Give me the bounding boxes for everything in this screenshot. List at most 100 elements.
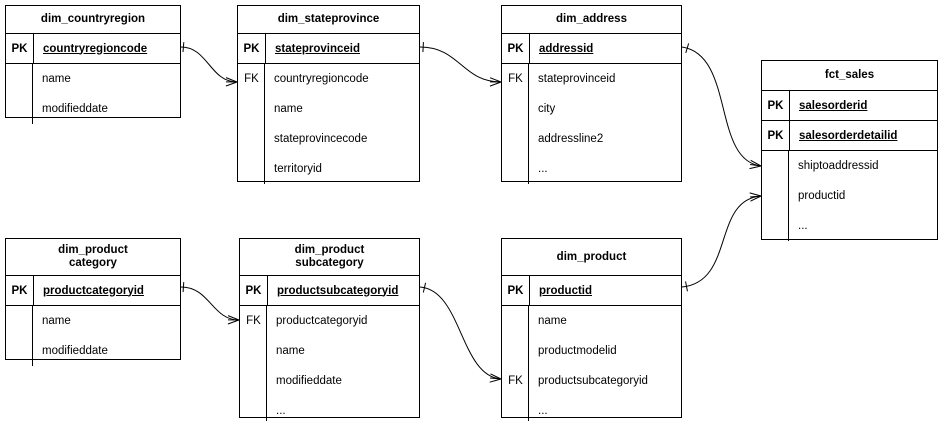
key-marker: PK (767, 129, 784, 142)
key-field-name: productsubcategoryid (267, 276, 419, 305)
cardinality-many-marker (225, 77, 238, 87)
cardinality-one-marker (685, 281, 688, 292)
entity-body: PK countryregioncode name modifieddate (6, 34, 180, 124)
entity-title: dim_address (502, 6, 681, 34)
key-field-name: countryregioncode (33, 34, 180, 63)
attribute-group: FK name productmodelid productsubcategoryid… (502, 306, 681, 421)
attribute-key-column: FK (240, 306, 267, 421)
cardinality-many-marker (227, 315, 240, 325)
attribute-row[interactable]: productid (798, 190, 846, 202)
key-marker: PK (245, 284, 262, 297)
attribute-row[interactable]: productcategoryid (276, 315, 368, 327)
attribute-list: shiptoaddressid productid... (789, 151, 937, 241)
attribute-row[interactable]: productsubcategoryid (538, 375, 648, 387)
attribute-row[interactable]: name (42, 315, 71, 327)
attribute-list: countryregioncode name stateprovincecode te… (265, 64, 419, 184)
attribute-row[interactable]: ... (538, 163, 548, 175)
attribute-list: stateprovinceid city addressline2... (529, 64, 681, 184)
key-field-name: addressid (529, 34, 681, 63)
attribute-group: name modifieddate (6, 64, 180, 124)
attribute-key-column: FK (502, 306, 529, 421)
attribute-group: shiptoaddressid productid... (762, 151, 937, 241)
cardinality-many-marker (749, 159, 762, 170)
relationship-line-countryregion-to-stateprovince (180, 46, 238, 83)
attribute-row[interactable]: name (42, 73, 71, 85)
entity-title: dim_countryregion (6, 6, 180, 34)
key-marker: PK (11, 42, 28, 55)
key-marker: PK (767, 99, 784, 112)
relationship-line-subcategory-to-product (419, 286, 502, 380)
attribute-row[interactable]: stateprovincecode (274, 133, 368, 145)
attribute-row[interactable]: addressline2 (538, 133, 604, 145)
foreign-key-marker: FK (246, 315, 261, 327)
key-field-name: salesorderid (789, 91, 937, 120)
attribute-key-column: FK (502, 64, 529, 184)
entity-title: dim_product category (6, 239, 180, 276)
cardinality-one-marker (422, 282, 427, 293)
attribute-group: FK stateprovinceid city addressline2... (502, 64, 681, 184)
attribute-row[interactable]: city (538, 103, 556, 115)
attribute-row[interactable]: productmodelid (538, 345, 617, 357)
entity-title: dim_product (502, 239, 681, 276)
key-field-name: productcategoryid (33, 276, 180, 305)
attribute-group: name modifieddate (6, 306, 180, 366)
attribute-key-column (6, 64, 33, 124)
cardinality-one-marker (685, 43, 690, 54)
attribute-row[interactable]: name (276, 345, 305, 357)
attribute-key-column (6, 306, 33, 366)
attribute-key-column (762, 151, 789, 241)
attribute-row[interactable]: territoryid (274, 163, 322, 175)
attribute-row[interactable]: modifieddate (276, 375, 342, 387)
attribute-row[interactable]: shiptoaddressid (798, 160, 879, 172)
attribute-row[interactable]: ... (798, 220, 808, 232)
attribute-group: FK productcategoryid name modifieddate... (240, 306, 419, 421)
attribute-row[interactable]: countryregioncode (274, 73, 369, 85)
relationship-line-stateprovince-to-address (419, 46, 502, 83)
key-row[interactable]: PK countryregioncode (6, 34, 180, 64)
attribute-key-column: FK (238, 64, 265, 184)
attribute-row[interactable]: name (538, 315, 567, 327)
cardinality-many-marker (489, 77, 502, 87)
attribute-list: name modifieddate (33, 64, 180, 124)
key-marker: PK (243, 42, 260, 55)
relationship-line-address-to-sales (681, 46, 762, 167)
attribute-row[interactable]: modifieddate (42, 345, 108, 357)
attribute-row[interactable]: name (274, 103, 303, 115)
attribute-list: name productmodelid productsubcategoryid..… (529, 306, 681, 421)
key-row[interactable]: PK stateprovinceid (238, 34, 419, 64)
attribute-row[interactable]: ... (538, 405, 548, 417)
key-field-name: productid (529, 276, 681, 305)
key-row[interactable]: PK salesorderid (762, 91, 937, 121)
entity-title: dim_stateprovince (238, 6, 419, 34)
foreign-key-marker: FK (508, 73, 523, 85)
attribute-row[interactable]: stateprovinceid (538, 73, 616, 85)
entity-title: dim_product subcategory (240, 239, 419, 276)
key-row[interactable]: PK salesorderdetailid (762, 121, 937, 151)
key-field-name: stateprovinceid (265, 34, 419, 63)
key-field-name: salesorderdetailid (789, 121, 937, 150)
cardinality-many-marker (749, 192, 762, 202)
cardinality-one-marker (182, 282, 185, 293)
attribute-list: name modifieddate (33, 306, 180, 366)
attribute-row[interactable]: ... (276, 405, 286, 417)
key-row[interactable]: PK productsubcategoryid (240, 276, 419, 306)
foreign-key-marker: FK (244, 73, 259, 85)
attribute-row[interactable]: modifieddate (42, 103, 108, 115)
